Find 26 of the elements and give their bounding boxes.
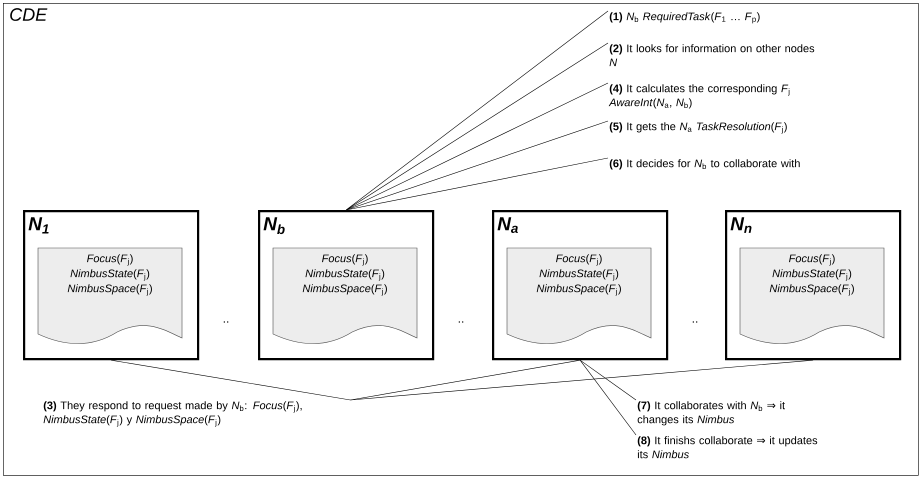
callout-text: (1) N$_{b}$ RequiredTask(F$_{1}$ … F$_{p}$) xyxy=(610,12,760,24)
leader-line xyxy=(346,82,608,210)
node-heading: N$_{1}$ xyxy=(28,217,49,234)
leader-line xyxy=(346,10,608,210)
node-heading: N$_{b}$ xyxy=(264,217,285,234)
callout-text: (4) It calculates the corresponding F$_{j}$ AwareInt(N$_{a}$, N$_{b}$) xyxy=(608,84,790,108)
node-heading: N$_{a}$ xyxy=(498,217,518,233)
leader-line xyxy=(580,360,636,436)
leader-line xyxy=(350,360,814,400)
frame-title: CDE xyxy=(10,8,48,21)
callout-text: (8) It finishs collaborate ⇒ it updates its Nimbus xyxy=(638,436,818,458)
node-heading: N$_{n}$ xyxy=(730,217,752,233)
ellipsis-label: .. xyxy=(224,321,228,323)
leader-line xyxy=(350,360,580,400)
leader-line xyxy=(110,360,351,400)
ellipsis-label: .. xyxy=(458,321,464,323)
leader-line xyxy=(580,360,636,400)
leader-line xyxy=(346,120,608,210)
leader-line xyxy=(346,42,608,210)
leader-line xyxy=(346,158,608,210)
callout-text: (3) They respond to request made by N$_{b}$: Focus(F$_{j}$), NimbusState(F$_{j}$) y NimbusSpace(F$_{j}$) xyxy=(44,401,302,427)
callout-text: (7) It collaborates with N$_{b}$ ⇒ it changes its Nimbus xyxy=(638,401,785,426)
callout-text: (6) It decides for N$_{b}$ to collaborate with xyxy=(610,159,800,170)
callout-text: (2) It looks for information on other nodes N xyxy=(610,44,814,66)
ellipsis-label: .. xyxy=(692,321,698,323)
callout-text: (5) It gets the N$_{a}$ TaskResolution(F$_{j}$) xyxy=(610,122,787,134)
